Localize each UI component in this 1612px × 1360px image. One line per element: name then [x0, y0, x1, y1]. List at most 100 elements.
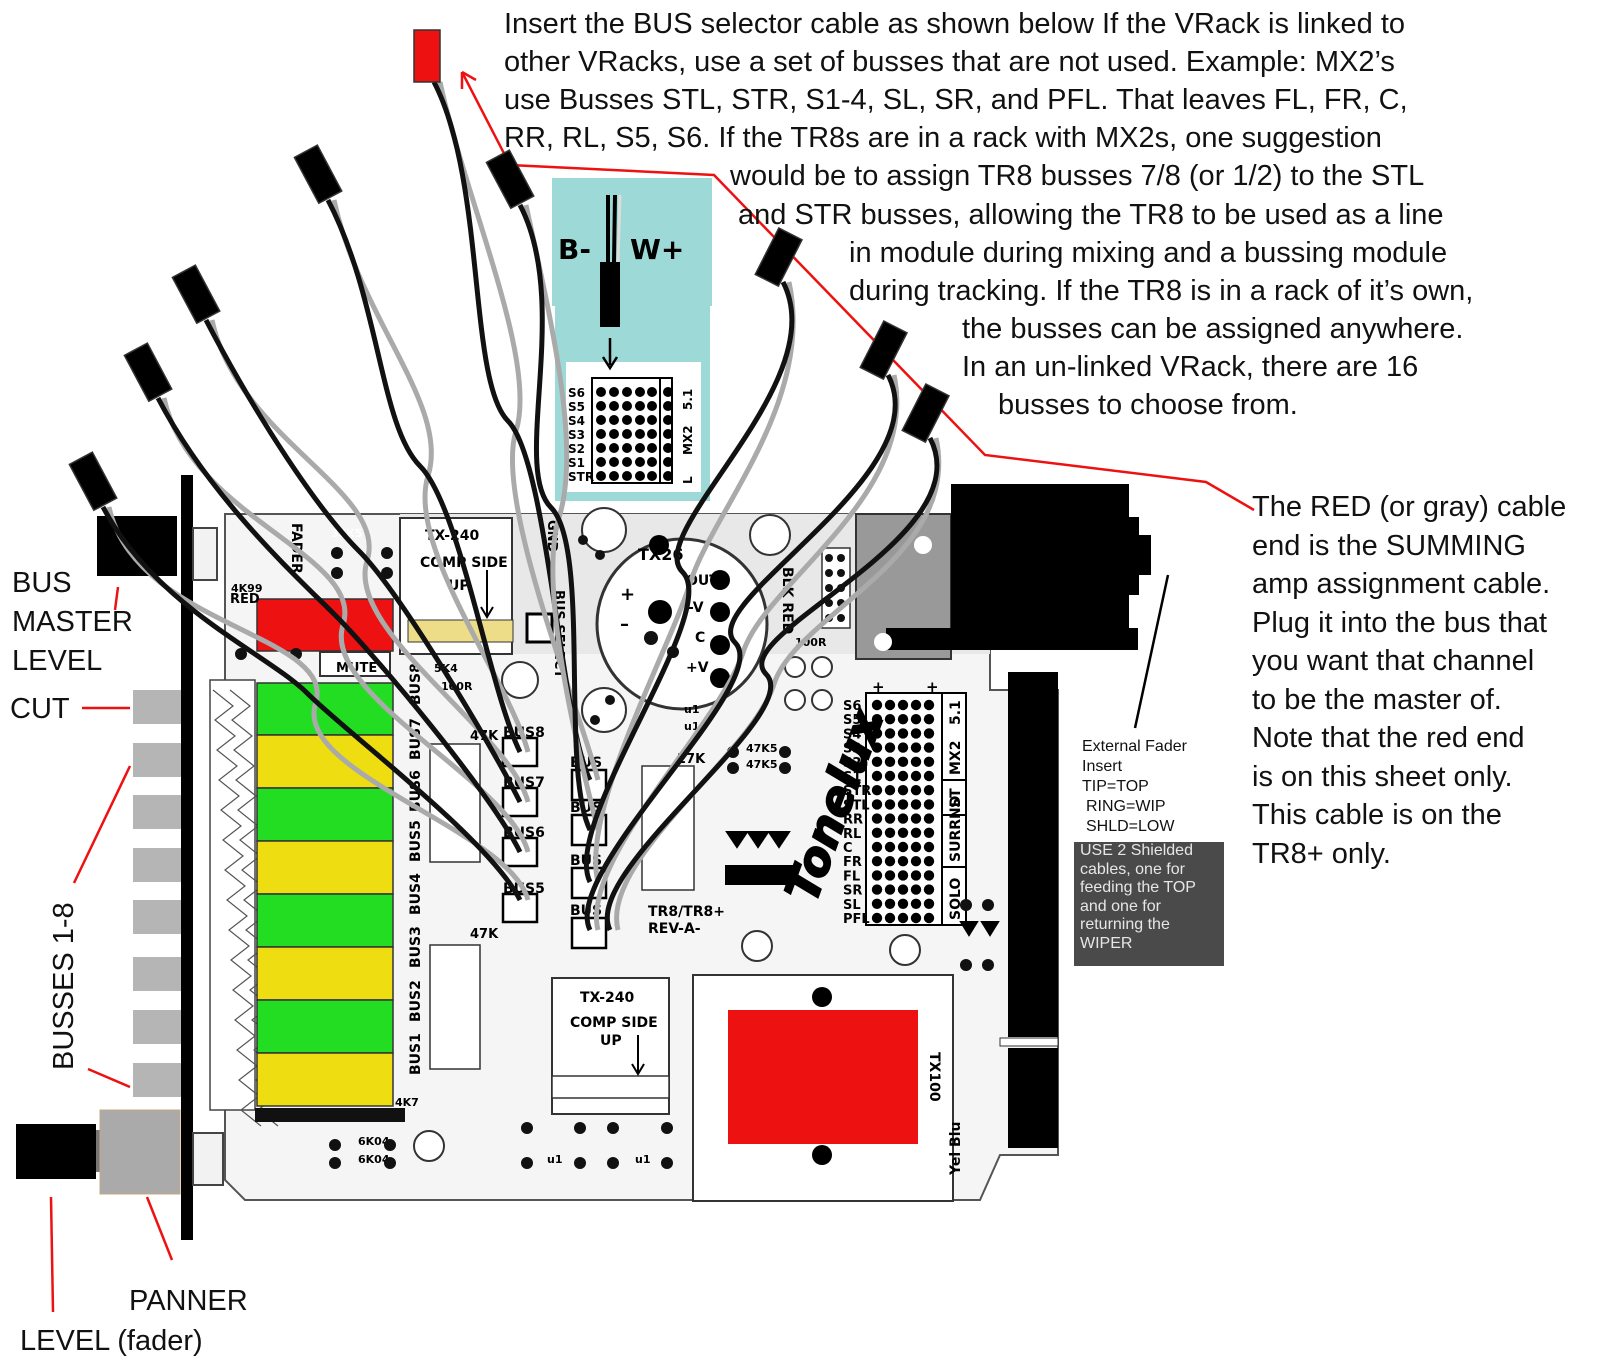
matrix-pin — [923, 785, 935, 796]
cable-wire-black — [583, 280, 795, 884]
svg-text:MUTE: MUTE — [336, 661, 377, 676]
inset-row-label: S6 — [568, 386, 585, 400]
svg-text:47K: 47K — [470, 927, 499, 942]
svg-text:Yel Blu: Yel Blu — [948, 1122, 964, 1176]
svg-text:REV-A-: REV-A- — [648, 921, 701, 937]
cut-label: CUT — [10, 693, 70, 725]
matrix-pin — [871, 785, 883, 796]
matrix-pin — [923, 912, 935, 924]
matrix-pin — [884, 756, 896, 767]
svg-text:ST: ST — [948, 788, 964, 808]
matrix-pin — [897, 841, 909, 853]
svg-text:C: C — [695, 630, 705, 646]
inset-pin — [609, 443, 619, 453]
note-line: and one for — [1080, 897, 1161, 915]
matrix-pin — [871, 799, 883, 810]
inset-pin — [596, 457, 606, 467]
cable-wire-black — [100, 505, 523, 902]
inset-pin — [635, 401, 645, 411]
component-pads — [235, 547, 994, 1169]
cable-connector-icon — [859, 320, 909, 381]
svg-text:W+: W+ — [630, 233, 684, 266]
matrix-pin — [897, 699, 909, 711]
bus-master-label: MASTER — [12, 606, 133, 638]
matrix-pin — [923, 770, 935, 782]
summing-line: end is the SUMMING — [1252, 530, 1526, 562]
instruction-line: and STR busses, allowing the TR8 to be u… — [738, 199, 1444, 231]
matrix-pin — [871, 699, 883, 711]
matrix-pin — [923, 799, 935, 810]
summing-line: TR8+ only. — [1252, 838, 1391, 870]
svg-text:B-: B- — [558, 233, 591, 266]
summing-line: you want that channel — [1252, 645, 1535, 677]
inset-pin — [609, 415, 619, 425]
matrix-pin — [897, 785, 909, 796]
matrix-pin — [884, 770, 896, 782]
level-fader-knob — [16, 1124, 96, 1179]
matrix-pin — [884, 728, 896, 739]
inset-pin — [635, 471, 645, 481]
cable-connector-icon — [485, 149, 535, 210]
inset-pin — [663, 401, 673, 411]
switch-bank — [209, 679, 279, 1127]
fader-insert-title: Insert — [1082, 758, 1123, 775]
inset-pin — [663, 429, 673, 439]
svg-text:6K04: 6K04 — [358, 1135, 390, 1148]
inset-pin — [596, 415, 606, 425]
instruction-line: other VRacks, use a set of busses that a… — [504, 46, 1395, 78]
inset-pin — [622, 387, 632, 397]
matrix-pin — [871, 714, 883, 725]
matrix-pin — [871, 884, 883, 895]
svg-text:5.1: 5.1 — [681, 389, 695, 410]
tx240-bottom: TX-240 COMP SIDE UP — [551, 977, 670, 1115]
matrix-pin — [923, 827, 935, 838]
matrix-row-label: RL — [843, 827, 861, 842]
inset-row-label: S3 — [568, 428, 585, 442]
shielded-cable-note: USE 2 Shielded cables, one for feeding t… — [1074, 842, 1224, 966]
bus-master-label: BUS — [12, 567, 72, 599]
edge-connector-gap — [999, 1037, 1059, 1047]
matrix-pin — [897, 884, 909, 895]
matrix-pin — [884, 742, 896, 753]
cable-wire-black — [325, 198, 523, 754]
cable-connector-icon — [901, 383, 951, 444]
inset-pin — [622, 401, 632, 411]
matrix-pin — [897, 756, 909, 767]
inset-pin — [663, 443, 673, 453]
matrix-pin — [871, 728, 883, 739]
matrix-row-label: S4 — [843, 727, 861, 742]
cable-wire-black — [155, 396, 523, 854]
cable-connector-icon — [123, 342, 173, 403]
matrix-pin — [897, 742, 909, 753]
matrix-pin — [923, 898, 935, 909]
matrix-row-label: S5 — [843, 713, 861, 728]
edge-connector-top — [1008, 672, 1058, 1037]
inset-pin — [647, 387, 657, 397]
inset-pin — [647, 471, 657, 481]
cable-wire-black — [517, 203, 593, 832]
note-line: feeding the TOP — [1080, 879, 1196, 896]
inset-pin — [663, 457, 673, 467]
svg-text:u1: u1 — [635, 1153, 651, 1166]
inset-pin — [622, 429, 632, 439]
bus-side-label: BUS3 — [408, 926, 424, 968]
cable-connector-icon — [171, 264, 221, 325]
matrix-row-label: STL — [843, 798, 870, 813]
svg-text:MX2: MX2 — [681, 425, 695, 455]
instruction-line: Insert the BUS selector cable as shown b… — [504, 8, 1406, 40]
matrix-pin — [884, 856, 896, 867]
matrix-pin — [923, 756, 935, 767]
capacitor-icon — [749, 514, 791, 556]
inset-pin — [663, 471, 673, 481]
capacitor-icon — [413, 656, 921, 1162]
svg-text:47K5: 47K5 — [746, 758, 778, 771]
matrix-pin — [910, 813, 922, 824]
matrix-row-label: S3 — [843, 742, 861, 757]
matrix-pin — [897, 898, 909, 909]
capacitor-icon — [581, 687, 627, 733]
bus-indicator-blocks — [256, 598, 394, 1107]
matrix-pin — [910, 699, 922, 711]
svg-text:+: + — [926, 678, 939, 696]
cable-wire-black — [584, 373, 898, 932]
